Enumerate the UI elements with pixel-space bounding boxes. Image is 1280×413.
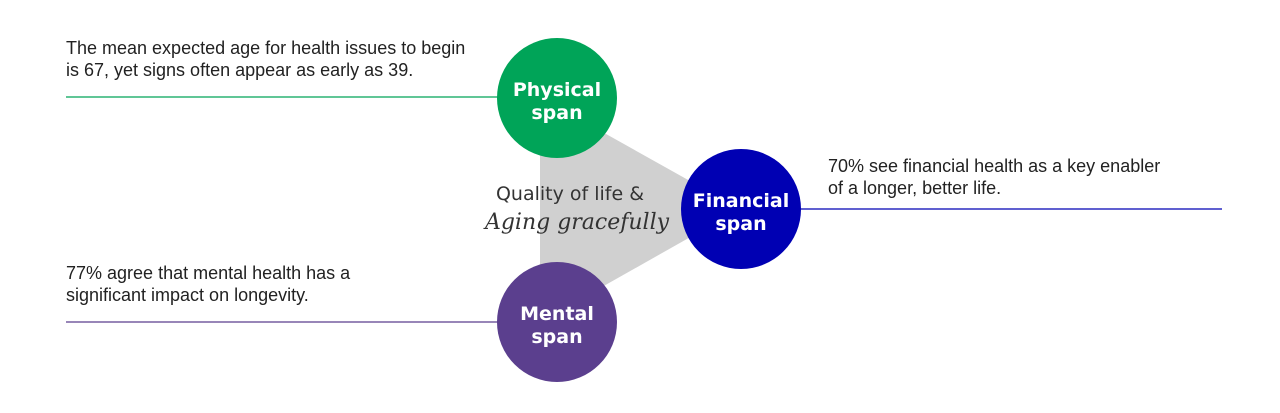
mental-span-circle [497,262,617,382]
center-triangle [540,97,740,322]
physical-span-circle [497,38,617,158]
mental-callout-line1: 77% agree that mental health has a [66,263,351,283]
mental-span-label-line2: span [531,326,582,348]
physical-span-label-line2: span [531,102,582,124]
center-text-line1: Quality of life & [496,183,644,205]
physical-span-node: Physical span [497,38,617,158]
financial-span-node: Financial span [681,149,801,269]
financial-callout: 70% see financial health as a key enable… [828,155,1160,199]
mental-span-node: Mental span [497,262,617,382]
physical-callout: The mean expected age for health issues … [66,37,465,81]
financial-span-circle [681,149,801,269]
physical-callout-line1: The mean expected age for health issues … [66,38,466,58]
mental-callout: 77% agree that mental health has a signi… [66,262,350,306]
mental-callout-line2: significant impact on longevity. [66,285,309,305]
financial-span-label-line1: Financial [693,190,789,212]
financial-span-label-line2: span [715,213,766,235]
financial-callout-line2: of a longer, better life. [828,178,1002,198]
mental-span-label-line1: Mental [520,303,594,325]
center-text-line2: Aging gracefully [483,210,670,235]
financial-callout-line1: 70% see financial health as a key enable… [828,156,1161,176]
physical-callout-line2: is 67, yet signs often appear as early a… [66,60,414,80]
physical-span-label-line1: Physical [513,79,601,101]
